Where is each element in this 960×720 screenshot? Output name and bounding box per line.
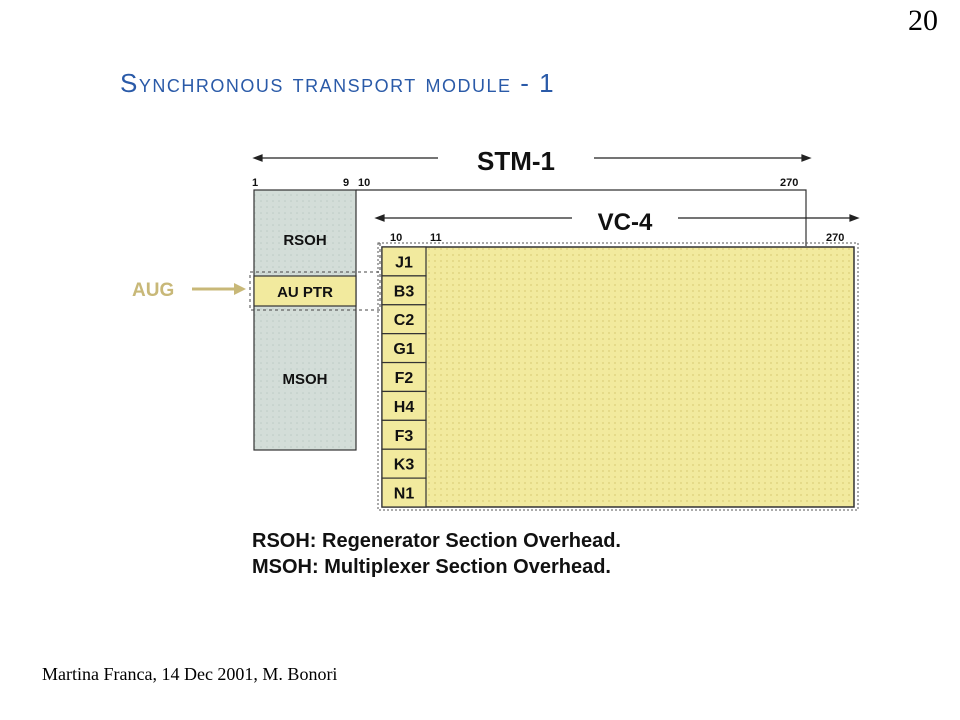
- vc-col-next: 11: [430, 232, 442, 244]
- slide-number: 20: [908, 4, 938, 37]
- aug-label: AUG: [132, 280, 174, 301]
- aug-arrow: [192, 283, 246, 295]
- vc4-label: VC-4: [598, 209, 653, 236]
- poh-byte-label: G1: [393, 341, 414, 358]
- stm-col-start: 1: [252, 177, 258, 189]
- poh-byte-label: C2: [394, 312, 415, 329]
- au-ptr-row: [253, 275, 357, 307]
- vc4-payload: [381, 246, 855, 508]
- poh-byte-label: B3: [394, 283, 415, 300]
- poh-byte-cell: [381, 448, 427, 479]
- poh-byte-label: H4: [394, 399, 415, 416]
- poh-byte-cell: [381, 477, 427, 508]
- au-ptr-label: AU PTR: [277, 284, 333, 301]
- legend-msoh: MSOH: Multiplexer Section Overhead.: [252, 556, 611, 578]
- slide-title: Synchronous transport module - 1: [120, 68, 556, 98]
- poh-byte-label: J1: [395, 254, 413, 271]
- poh-byte-label: F2: [395, 370, 414, 387]
- vc-col-end: 270: [826, 232, 844, 244]
- vc-col-start: 10: [390, 232, 402, 244]
- poh-byte-cell: [381, 333, 427, 364]
- vc4-span-arrow: [374, 214, 860, 222]
- rsoh-label: RSOH: [283, 232, 326, 249]
- poh-byte-cell: [381, 361, 427, 393]
- stm1-frame-outline: [356, 189, 807, 246]
- legend: RSOH: Regenerator Section Overhead. MSOH…: [252, 528, 621, 580]
- stm1-span-arrow: [252, 154, 812, 162]
- poh-byte-label: N1: [394, 486, 415, 503]
- soh-column: [253, 189, 357, 451]
- vc4-outer-boundary: [377, 242, 859, 511]
- stm-col-payload-start: 10: [358, 177, 370, 189]
- msoh-label: MSOH: [283, 371, 328, 388]
- poh-byte-cell: [381, 390, 427, 421]
- stm1-label: STM-1: [477, 146, 555, 176]
- footer: Martina Franca, 14 Dec 2001, M. Bonori: [42, 664, 338, 684]
- stm-col-soh-end: 9: [343, 177, 349, 189]
- poh-byte-label: K3: [394, 457, 415, 474]
- legend-rsoh: RSOH: Regenerator Section Overhead.: [252, 530, 621, 552]
- poh-byte-label: F3: [395, 428, 414, 445]
- poh-byte-cell: [381, 275, 427, 306]
- stm-col-end: 270: [780, 177, 798, 189]
